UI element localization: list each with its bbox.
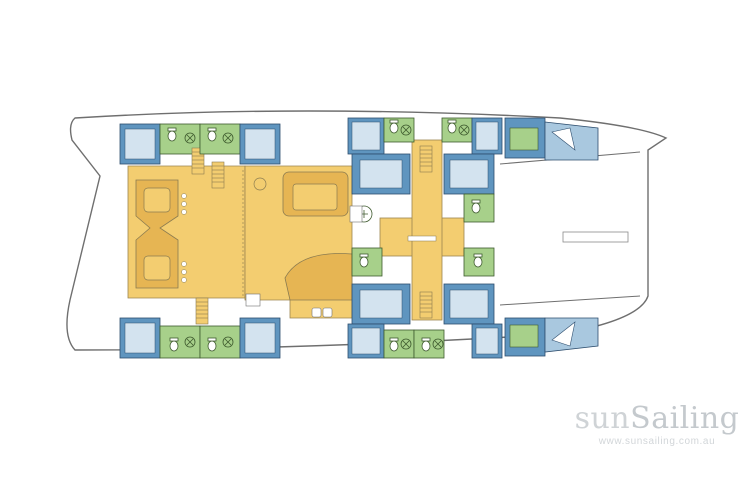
- aft-cabin-upper-left: [119, 123, 281, 189]
- aft-cabin-lower-left: [119, 297, 281, 359]
- salon: [244, 165, 373, 319]
- forward-cabins-upper: [347, 117, 503, 223]
- watermark-url: www.sunsailing.com.au: [598, 436, 716, 447]
- watermark-logo: sunSailing: [574, 401, 740, 436]
- bow-cabin-upper: [504, 117, 599, 161]
- bow-cabin-lower: [504, 317, 599, 357]
- trampoline-bar: [562, 231, 629, 243]
- watermark: sunSailing www.sunsailing.com.au: [572, 401, 742, 448]
- forward-cabins-lower: [347, 247, 503, 359]
- aft-cockpit: [127, 165, 246, 299]
- hull-inner-line-bottom: [499, 295, 641, 306]
